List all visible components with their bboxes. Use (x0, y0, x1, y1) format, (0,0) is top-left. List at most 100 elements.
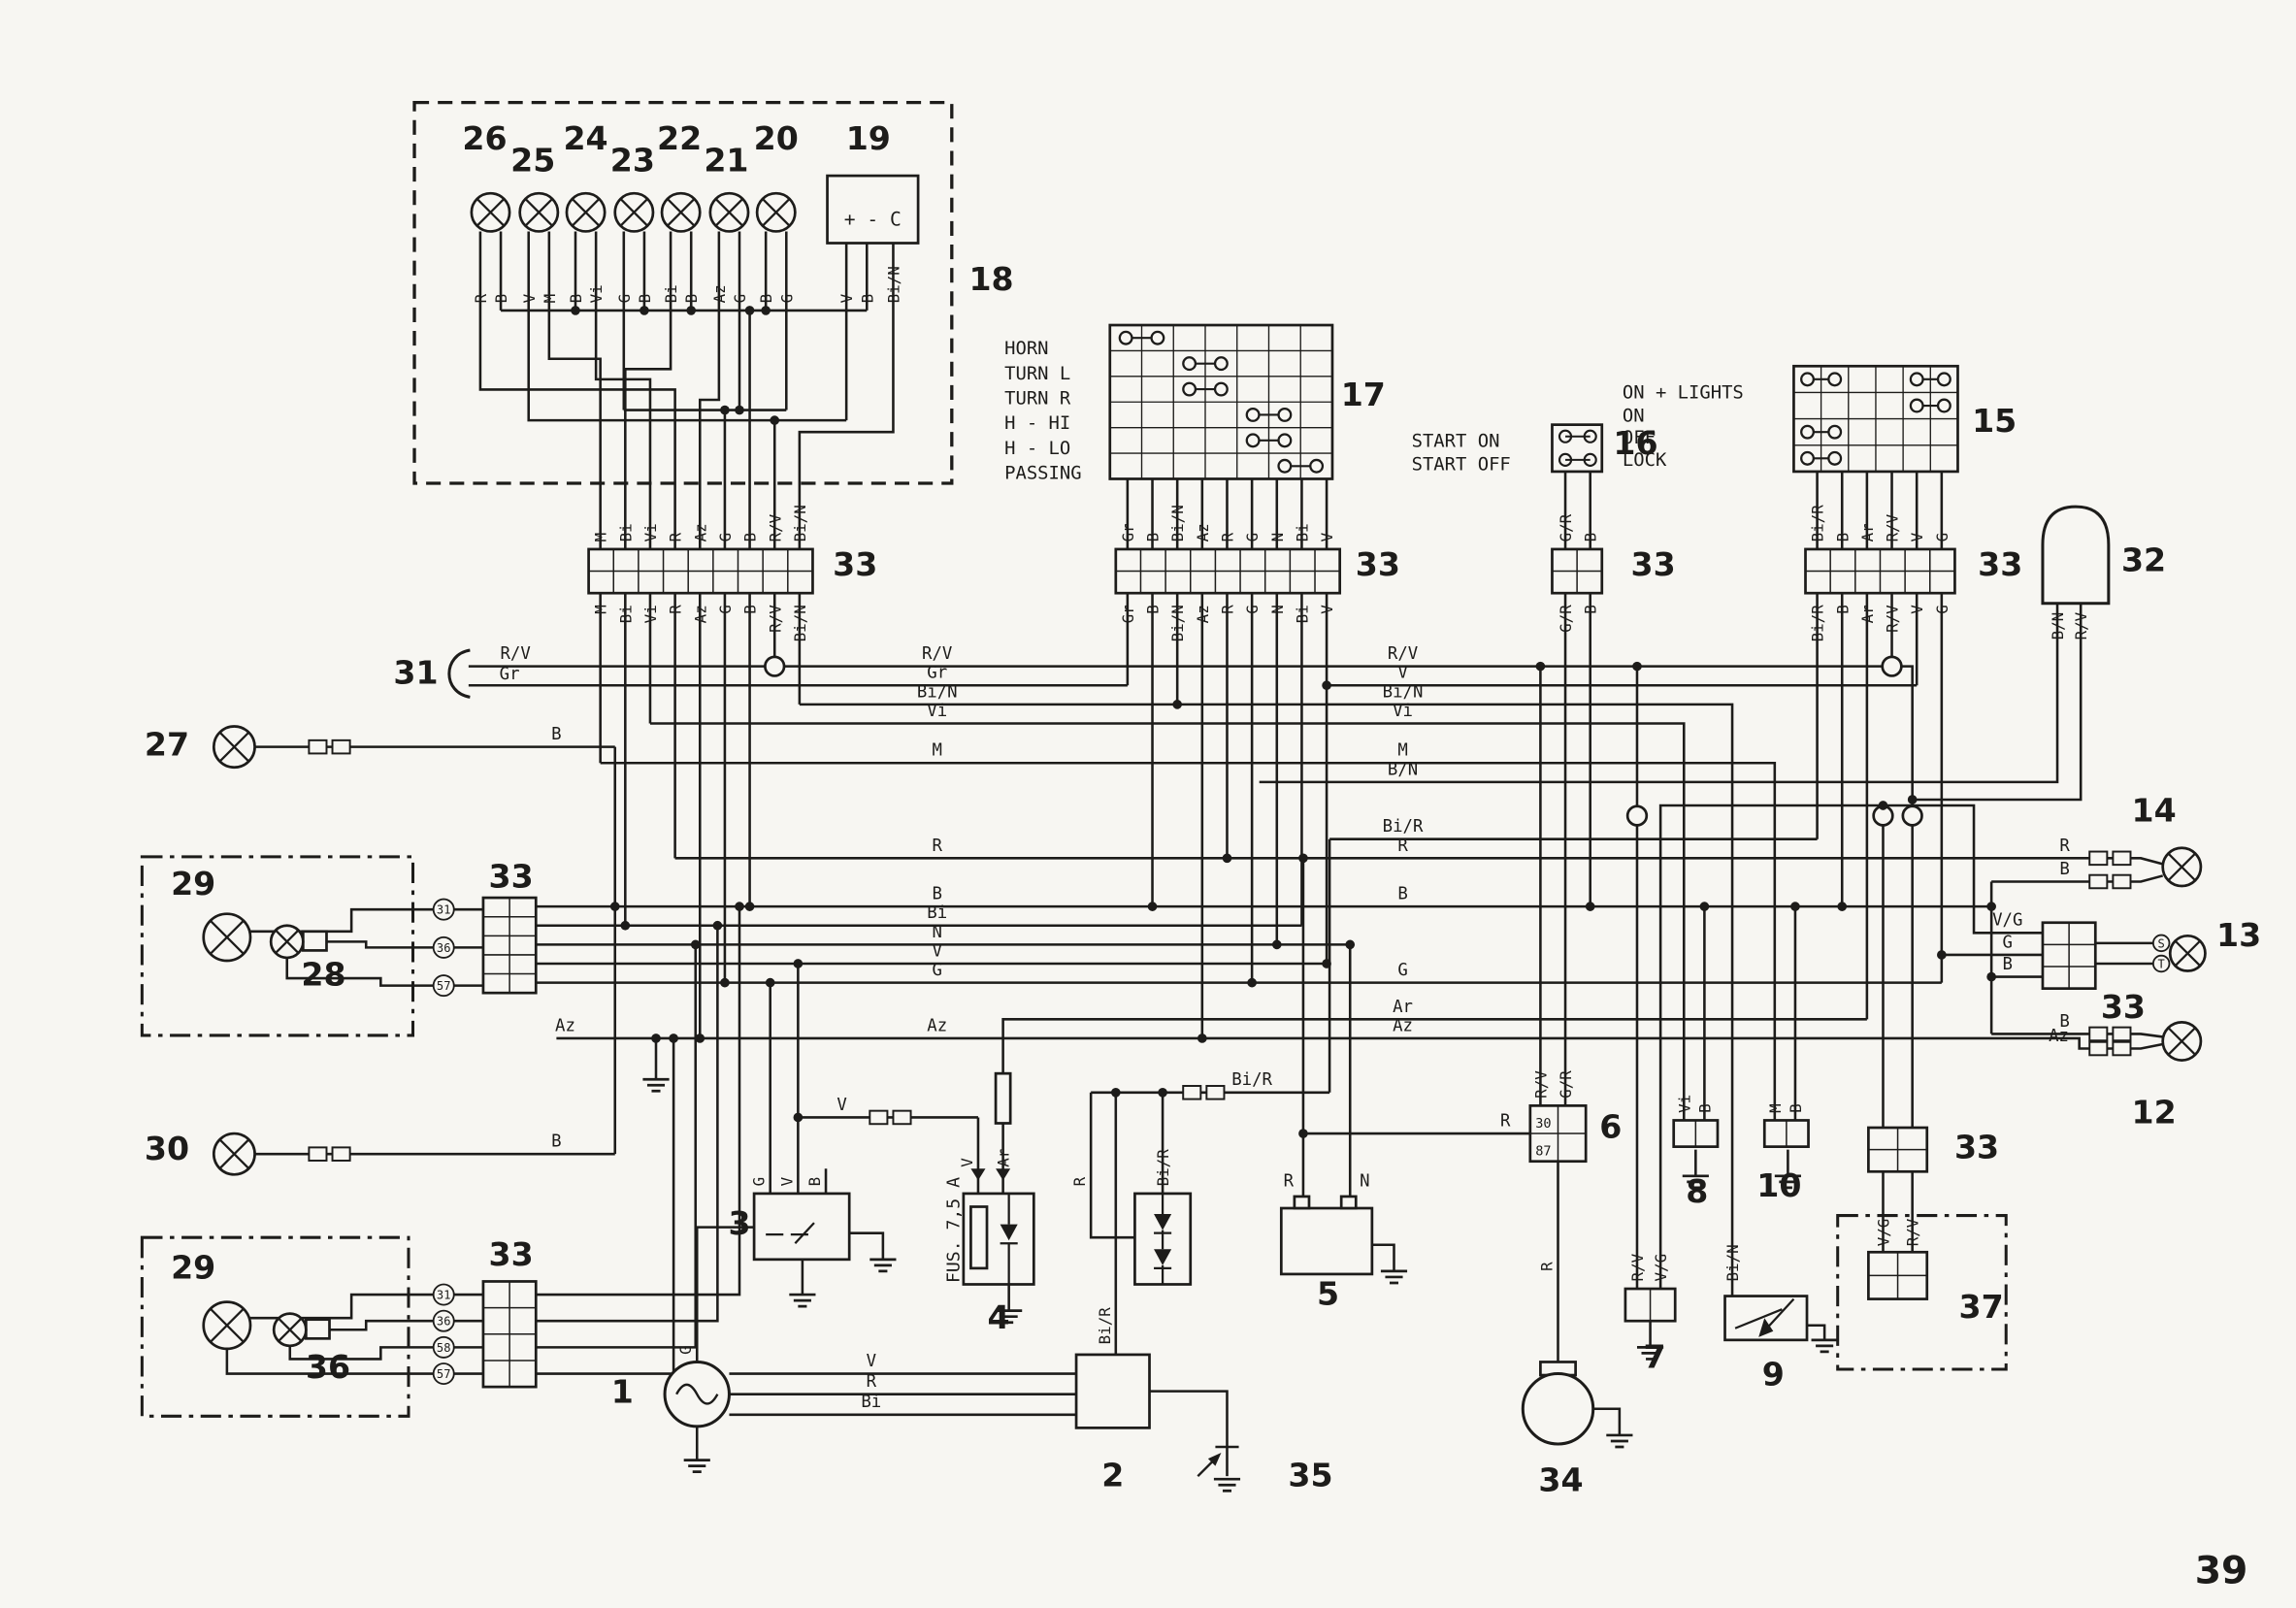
socket-bracket-icon (447, 648, 471, 699)
pin-label: B/N (2049, 612, 2067, 640)
junction-dot (1247, 977, 1257, 988)
wire-label: G (2003, 933, 2013, 952)
wire (1259, 603, 2059, 784)
pin-label: V (520, 293, 539, 303)
bullet-connector-icon (1625, 804, 1649, 827)
pin-label: Bi/N (1168, 605, 1187, 641)
switch-contacts-icon (766, 1222, 815, 1245)
junction-dot (793, 1112, 804, 1123)
wire (698, 231, 721, 549)
pin-label: B (682, 294, 701, 304)
pin-label: Az (1194, 605, 1212, 623)
wire-label: Vi (927, 702, 947, 721)
component-number: 25 (510, 142, 555, 180)
junction-dot (744, 306, 755, 315)
lamp-icon (708, 191, 750, 233)
misc-label: 36 (437, 941, 451, 955)
component-number: 15 (1972, 402, 2017, 440)
switch-legend: LOCK (1623, 449, 1667, 471)
pin-label: G/R (1557, 605, 1575, 633)
pin-label: R/V (1884, 605, 1902, 633)
terminal-ring (2151, 934, 2171, 953)
component-box (305, 1318, 331, 1340)
wire-label: B (2059, 1012, 2069, 1032)
diode-lead (1000, 1193, 1018, 1285)
bullet-connector-icon (1881, 655, 1903, 677)
connector-block (1672, 1119, 1720, 1148)
junction-dot (651, 1034, 661, 1043)
switch-legend: PASSING (1004, 462, 1081, 483)
thermal-switch-arrowhead (1758, 1318, 1774, 1337)
component-number: 37 (1958, 1288, 2003, 1326)
junction-dot (1986, 902, 1996, 911)
component-number: 20 (754, 119, 799, 157)
switch-legend: TURN R (1004, 388, 1071, 410)
pin-number-ring (432, 898, 455, 921)
pin-label: Vi (1675, 1095, 1693, 1113)
pin-label: Bi/R (1154, 1149, 1172, 1187)
pin-label: V (958, 1158, 976, 1167)
wire-label: Bi/N (1383, 682, 1424, 702)
dashed-group-box (412, 100, 954, 485)
connector-block (1528, 1104, 1588, 1164)
pin-label: G (1933, 605, 1952, 614)
ground-icon (1213, 1477, 1241, 1493)
wire-label: R (2059, 837, 2070, 856)
component-number: 36 (306, 1348, 350, 1386)
component-number: 9 (1762, 1356, 1785, 1394)
switch-legend: START ON (1412, 430, 1500, 451)
wire-label: V (1397, 664, 1407, 683)
pin-label: Vi (587, 284, 606, 303)
component-box (994, 1071, 1012, 1125)
wire-label: Az (1393, 1016, 1413, 1035)
flasher-unit-shape (2041, 505, 2111, 606)
wire (536, 944, 698, 1349)
junction-dot (1222, 853, 1232, 864)
pin-label: Bi/N (791, 605, 809, 641)
component-box (1074, 1353, 1151, 1429)
wire-label: Bi (861, 1393, 881, 1412)
pin-number-ring (432, 935, 455, 959)
pin-label: Bi/R (1809, 505, 1827, 542)
pin-label: G (1243, 605, 1262, 614)
component-number: 10 (1756, 1166, 1801, 1204)
component-number: 33 (489, 1235, 534, 1273)
inline-connector-icon (2088, 1026, 2132, 1042)
pin-label: V/G (1875, 1219, 1893, 1247)
wire-label: R/V (500, 644, 530, 664)
wire-label: Bi/R (1231, 1070, 1272, 1090)
wire (799, 703, 1734, 1296)
wire (674, 857, 2164, 866)
component-number: 33 (833, 545, 877, 583)
junction-dot (1837, 902, 1848, 911)
rectifier-leads (1154, 1193, 1172, 1285)
pin-label: Vi (641, 605, 660, 623)
pin-label: B (1833, 533, 1852, 542)
junction-dot (770, 415, 780, 425)
connector-arrow-icon (970, 1168, 986, 1181)
pin-label: B (1582, 605, 1600, 614)
wire-label: G (1397, 961, 1407, 980)
lamp-icon (202, 1300, 252, 1351)
switch-legend: HORN (1004, 338, 1048, 359)
component-number: 6 (1599, 1108, 1622, 1146)
wire (849, 1231, 885, 1260)
pin-label: Vi (641, 523, 660, 541)
horn-icon (1521, 1372, 1595, 1446)
wire-label: Az (555, 1016, 575, 1035)
pin-label: B (741, 605, 760, 614)
wire (798, 243, 895, 549)
connector-arrow-icon (996, 1168, 1011, 1181)
pin-label: Ar (1858, 523, 1877, 541)
junction-dot (720, 977, 730, 988)
wire-label: G (932, 961, 941, 980)
wire (536, 906, 741, 1296)
pin-label: R (667, 605, 685, 614)
junction-dot (1147, 902, 1158, 911)
wire-label: R/V (1388, 644, 1418, 664)
pin-label: Az (691, 605, 709, 623)
pin-label: V (1908, 605, 1926, 614)
pin-label: G (716, 605, 735, 614)
